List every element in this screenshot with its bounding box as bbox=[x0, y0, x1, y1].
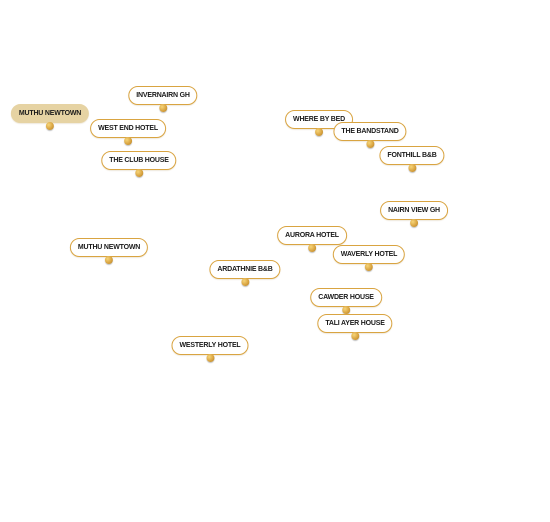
pin-icon bbox=[159, 104, 167, 112]
pin-icon bbox=[314, 128, 323, 136]
marker-label: THE BANDSTAND bbox=[333, 122, 407, 141]
pin-icon bbox=[342, 306, 350, 314]
hotel-marker-waverly-hotel[interactable]: WAVERLY HOTEL bbox=[332, 245, 406, 271]
hotel-marker-muthu-newtown-selected[interactable]: MUTHU NEWTOWN bbox=[10, 104, 90, 130]
marker-label: MUTHU NEWTOWN bbox=[10, 104, 90, 123]
pin-icon bbox=[408, 164, 416, 172]
marker-label: NAIRN VIEW GH bbox=[380, 201, 448, 220]
pin-icon bbox=[365, 140, 374, 148]
pin-icon bbox=[124, 137, 132, 145]
pin-icon bbox=[135, 169, 143, 177]
marker-label: ARDATHNIE B&B bbox=[209, 260, 281, 279]
hotel-marker-ardathnie-bb[interactable]: ARDATHNIE B&B bbox=[209, 260, 281, 286]
hotel-marker-fonthill-bb[interactable]: FONTHILL B&B bbox=[379, 146, 445, 172]
hotel-marker-cawder-house[interactable]: CAWDER HOUSE bbox=[310, 288, 382, 314]
marker-label: CAWDER HOUSE bbox=[310, 288, 382, 307]
hotel-marker-invernairn-gh[interactable]: INVERNAIRN GH bbox=[128, 86, 198, 112]
marker-label: THE CLUB HOUSE bbox=[101, 151, 177, 170]
pin-icon bbox=[46, 122, 54, 130]
hotel-marker-west-end-hotel[interactable]: WEST END HOTEL bbox=[90, 119, 166, 145]
pin-icon bbox=[409, 219, 418, 227]
hotel-marker-muthu-newtown[interactable]: MUTHU NEWTOWN bbox=[69, 238, 149, 264]
hotel-marker-the-club-house[interactable]: THE CLUB HOUSE bbox=[101, 151, 177, 177]
pin-icon bbox=[351, 332, 359, 340]
pin-icon bbox=[105, 256, 113, 264]
pin-icon bbox=[307, 244, 316, 252]
hotel-marker-tali-ayer-house[interactable]: TALI AYER HOUSE bbox=[317, 314, 393, 340]
marker-label: AURORA HOTEL bbox=[277, 226, 347, 245]
marker-label: TALI AYER HOUSE bbox=[317, 314, 393, 333]
marker-label: MUTHU NEWTOWN bbox=[69, 238, 149, 257]
hotel-marker-westerly-hotel[interactable]: WESTERLY HOTEL bbox=[171, 336, 249, 362]
marker-label: INVERNAIRN GH bbox=[128, 86, 198, 105]
marker-label: WEST END HOTEL bbox=[90, 119, 166, 138]
marker-label: WESTERLY HOTEL bbox=[171, 336, 249, 355]
pin-icon bbox=[241, 278, 249, 286]
hotel-marker-nairn-view-gh[interactable]: NAIRN VIEW GH bbox=[380, 201, 448, 227]
hotel-marker-the-bandstand[interactable]: THE BANDSTAND bbox=[333, 122, 407, 148]
marker-label: FONTHILL B&B bbox=[379, 146, 445, 165]
pin-icon bbox=[206, 354, 214, 362]
marker-label: WAVERLY HOTEL bbox=[332, 245, 406, 264]
hotel-marker-aurora-hotel[interactable]: AURORA HOTEL bbox=[277, 226, 347, 252]
pin-icon bbox=[365, 263, 373, 271]
